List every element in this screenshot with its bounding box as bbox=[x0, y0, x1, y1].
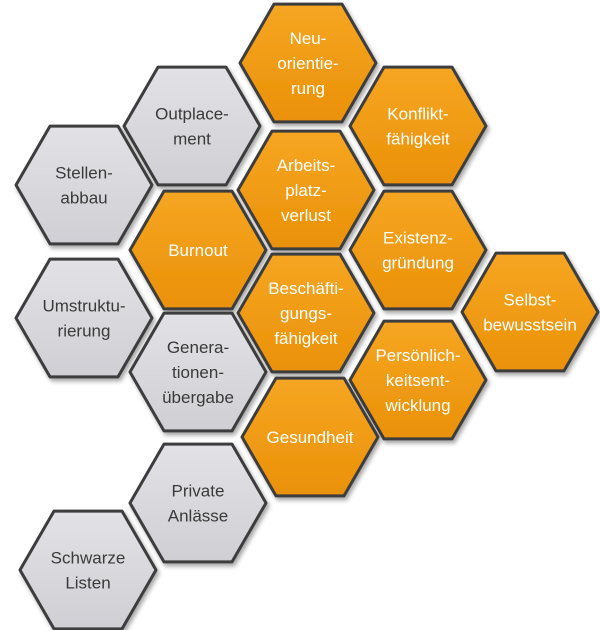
hexagon-label-line: tionen- bbox=[172, 363, 224, 382]
hexagon-label-line: rierung bbox=[58, 322, 111, 341]
hexagon-label-line: Konflikt- bbox=[387, 105, 448, 124]
hexagon-gesundheit: Gesundheit bbox=[240, 376, 380, 498]
hexagon-stellenabbau: Stellen-abbau bbox=[14, 124, 154, 246]
hexagon-label-line: Neu- bbox=[290, 29, 327, 48]
hexagon-label-line: ment bbox=[173, 130, 211, 149]
hexagon-label-line: Listen bbox=[65, 574, 110, 593]
hexagon-label-line: Schwarze bbox=[51, 549, 126, 568]
hexagon-label-line: Genera- bbox=[167, 338, 229, 357]
hexagon-label-line: Beschäfti- bbox=[268, 279, 344, 298]
hexagon-shape bbox=[236, 252, 376, 374]
hexagon-shape bbox=[348, 319, 488, 441]
hexagon-shape bbox=[128, 311, 268, 433]
hexagon-label-line: Selbst- bbox=[504, 291, 557, 310]
hexagon-label-line: Arbeits- bbox=[277, 156, 336, 175]
hexagon-shape bbox=[348, 65, 488, 187]
hexagon-label-line: Anlässe bbox=[168, 507, 228, 526]
hexagon-umstrukturierung: Umstruktu-rierung bbox=[14, 257, 154, 379]
hexagon-layer: Neu-orientie-rungOutplace-mentKonflikt-f… bbox=[14, 2, 600, 630]
hexagon-arbeitsplatzverlust: Arbeits-platz-verlust bbox=[236, 129, 376, 251]
hexagon-label-line: wicklung bbox=[384, 396, 450, 415]
hexagon-label-line: rung bbox=[291, 79, 325, 98]
hexagon-label-line: Existenz- bbox=[383, 229, 453, 248]
hexagon-label-line: orientie- bbox=[277, 54, 338, 73]
hexagon-label-line: fähigkeit bbox=[274, 329, 338, 348]
hexagon-outplacement: Outplace-ment bbox=[122, 65, 262, 187]
hexagon-label-line: Stellen- bbox=[55, 164, 113, 183]
hexagon-burnout: Burnout bbox=[128, 189, 268, 311]
hexagon-shape bbox=[14, 257, 154, 379]
hexagon-shape bbox=[122, 65, 262, 187]
hexagon-label-line: bewusstsein bbox=[483, 316, 577, 335]
hexagon-shape bbox=[348, 189, 488, 311]
hexagon-label-line: Gesundheit bbox=[267, 428, 354, 447]
hexagon-shape bbox=[128, 442, 268, 564]
hexagon-shape bbox=[14, 124, 154, 246]
hexagon-label-line: gründung bbox=[382, 254, 454, 273]
hexagon-label-line: Private bbox=[172, 482, 225, 501]
hexagon-label-line: keitsent- bbox=[386, 371, 450, 390]
hexagon-shape bbox=[18, 509, 158, 630]
hexagon-label-line: Persönlich- bbox=[375, 346, 460, 365]
hexagon-label-line: übergabe bbox=[162, 388, 234, 407]
hexagon-shape bbox=[128, 189, 268, 311]
hexagon-shape bbox=[236, 129, 376, 251]
hexagon-label-line: verlust bbox=[281, 206, 331, 225]
hexagon-beschaeftigungsfaehigkeit: Beschäfti-gungs-fähigkeit bbox=[236, 252, 376, 374]
hexagon-label-line: Burnout bbox=[168, 241, 228, 260]
hexagon-existenzgruendung: Existenz-gründung bbox=[348, 189, 488, 311]
hexagon-label-line: fähigkeit bbox=[386, 130, 450, 149]
hexagon-shape bbox=[240, 376, 380, 498]
hexagon-konfliktfaehigkeit: Konflikt-fähigkeit bbox=[348, 65, 488, 187]
hexagon-neuorientierung: Neu-orientie-rung bbox=[238, 2, 378, 124]
hexagon-shape bbox=[238, 2, 378, 124]
hexagon-label-line: Umstruktu- bbox=[42, 297, 125, 316]
hexagon-generationenuebergabe: Genera-tionen-übergabe bbox=[128, 311, 268, 433]
hexagon-label-line: Outplace- bbox=[155, 105, 229, 124]
hexagon-label-line: platz- bbox=[285, 181, 327, 200]
hexagon-label-line: gungs- bbox=[280, 304, 332, 323]
hexagon-label-line: abbau bbox=[60, 189, 107, 208]
hexagon-selbstbewusstsein: Selbst-bewusstsein bbox=[460, 251, 600, 373]
hexagon-shape bbox=[460, 251, 600, 373]
hexagon-persoenlichkeitsentwicklung: Persönlich-keitsent-wicklung bbox=[348, 319, 488, 441]
